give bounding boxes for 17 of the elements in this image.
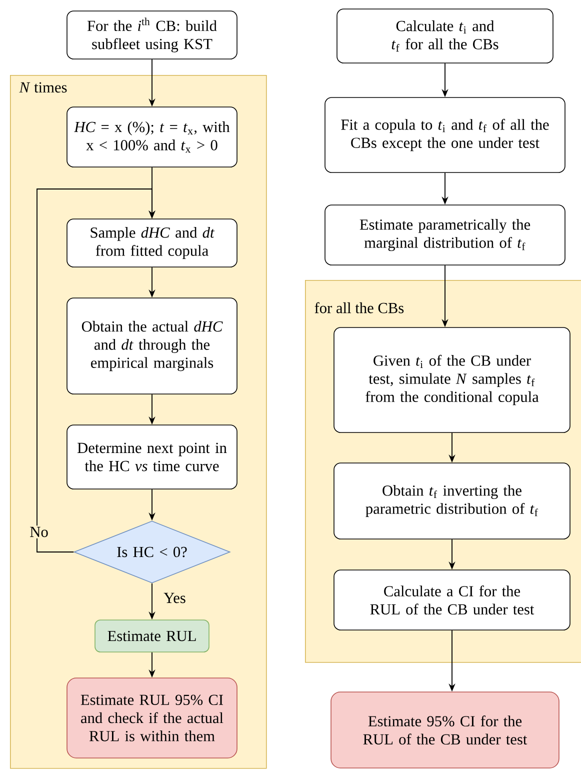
process-box: Given t$_{i}$ of the CB under test, simulate N samples t$_{f}$ from the conditional copula	[334, 327, 570, 433]
process-box: Estimate parametrically the marginal distribution of t$_{f}$	[324, 204, 566, 266]
process-box: Calculate a CI for the RUL of the CB under test	[334, 570, 570, 630]
process-box: Obtain the actual dHC and dt through the empirical marginals	[66, 298, 238, 394]
process-box: Determine next point in the HC vs time curve	[66, 424, 238, 490]
arrow	[36, 188, 156, 552]
result-box: Estimate RUL 95% CI and check if the actual RUL is within them	[66, 678, 238, 758]
result-box: Estimate 95% CI for the RUL of the CB under test	[330, 692, 560, 768]
process-box: HC = x (%); t = t$_{x}$, with x < 100% and t$_{x}$ > 0	[66, 106, 238, 168]
edge-label: Yes	[162, 592, 188, 604]
process-box: Fit a copula to t$_{i}$ and t$_{f}$ of all the CBs except the one under test	[324, 97, 566, 173]
process-box: For the i$^{th}$ CB: build subfleet using KST	[66, 10, 238, 60]
process-box: Sample dHC and dt from fitted copula	[66, 218, 238, 268]
result-box: Estimate RUL	[94, 620, 210, 652]
process-box: Obtain t$_{f}$ inverting the parametric distribution of t$_{f}$	[334, 462, 570, 540]
process-box: Calculate t$_{i}$ and t$_{f}$ for all the CBs	[336, 8, 554, 64]
edge-label: No	[28, 526, 50, 538]
